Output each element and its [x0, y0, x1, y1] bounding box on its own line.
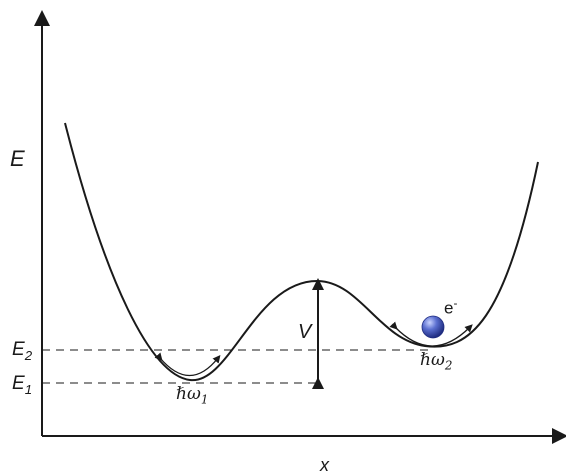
e2-label: E2 — [12, 339, 33, 363]
electron-ball — [421, 315, 445, 339]
y-axis-label: E — [10, 146, 25, 171]
electron-superscript: - — [453, 296, 458, 310]
phonon-2-subscript: 2 — [444, 358, 453, 373]
phonon-1-label: ℏω1 — [176, 384, 209, 407]
potential-energy-curve — [64, 122, 539, 382]
right-well-vibration-arrow — [389, 321, 473, 347]
barrier-label: V — [298, 321, 312, 343]
e1-label: E1 — [12, 373, 33, 397]
electron-label: e- — [444, 296, 458, 318]
x-axis-label: x — [320, 455, 329, 475]
phonon-1-subscript: 1 — [200, 392, 209, 407]
left-well-vibration-arrow — [154, 352, 221, 376]
e2-subscript: 2 — [24, 347, 33, 363]
e1-subscript: 1 — [24, 381, 33, 397]
phonon-2-label: ℏω2 — [420, 350, 453, 373]
